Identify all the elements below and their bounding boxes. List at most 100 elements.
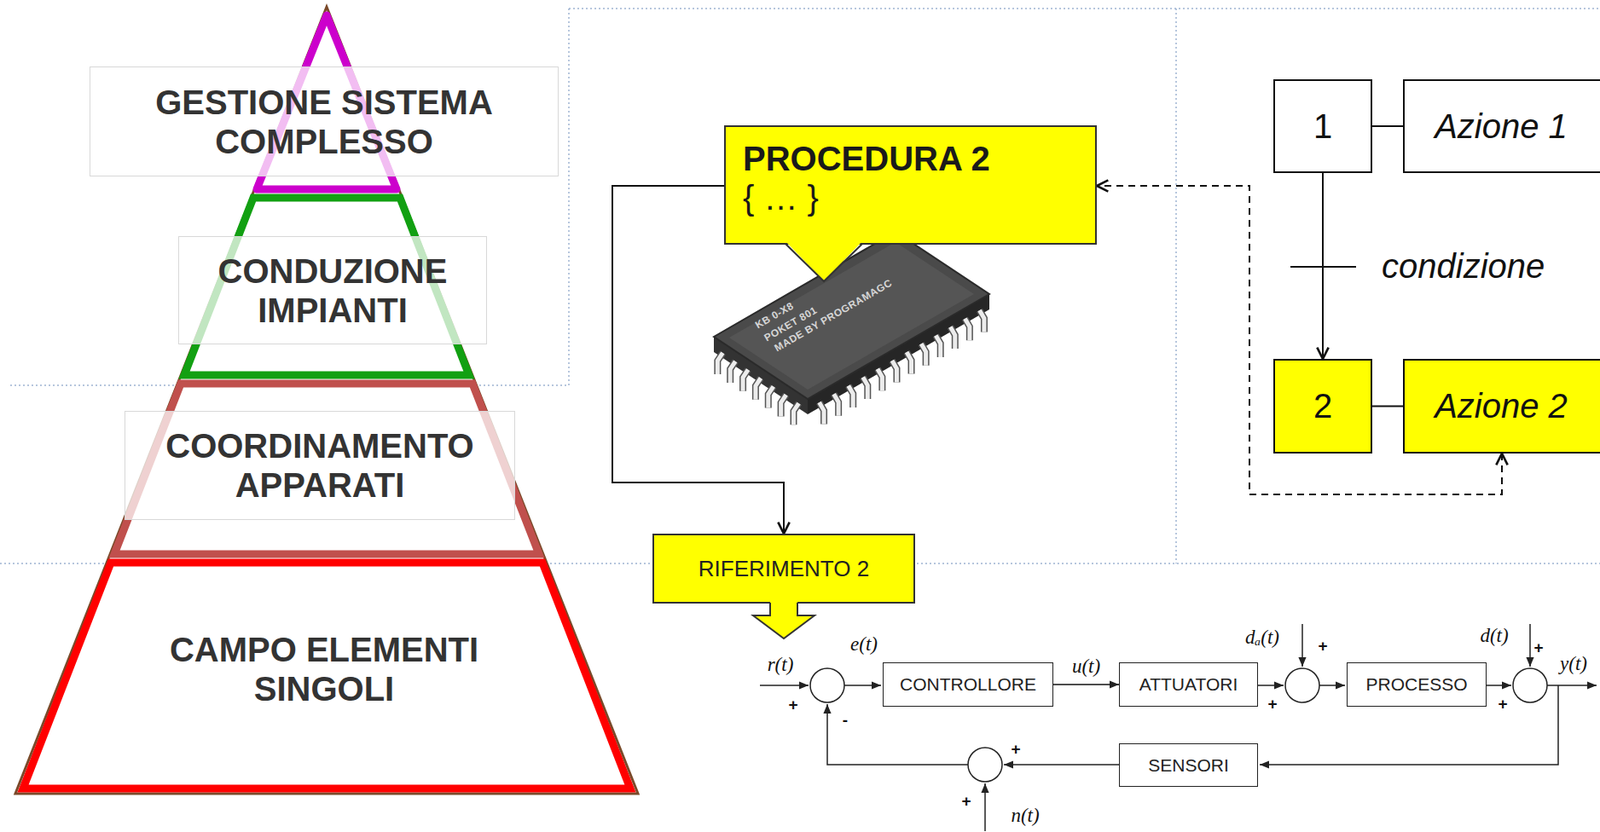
- block-box: CONTROLLORE: [882, 662, 1054, 708]
- chip-pin: [781, 394, 787, 417]
- summing-junction: [1285, 668, 1320, 703]
- separator-line: [568, 8, 570, 386]
- signal-name: n(t): [1010, 805, 1039, 828]
- chip-pin: [742, 370, 748, 392]
- pyramid-outline: [15, 6, 638, 795]
- chip-pin: [781, 394, 787, 417]
- connector: [1372, 405, 1403, 408]
- chip-pin: [768, 386, 774, 408]
- chip-pin: [793, 403, 799, 425]
- reference-arrow: [753, 599, 815, 639]
- summing-junction: [810, 668, 845, 703]
- chip-pin: [793, 403, 799, 425]
- signal-wire: [1529, 624, 1531, 667]
- node-text: ATTUATORI: [1139, 674, 1239, 696]
- chip-pin: [755, 378, 761, 400]
- chip-pin: [717, 353, 723, 375]
- chip-pin: [921, 343, 927, 366]
- level-box: CONDUZIONE IMPIANTI: [178, 236, 487, 345]
- chip-pin: [892, 360, 898, 383]
- chip-pin: [863, 377, 869, 400]
- chip-pin: [730, 361, 736, 383]
- summing-junction: [1513, 668, 1548, 703]
- signal-wire: [827, 704, 969, 766]
- edge-label: u(t): [1069, 655, 1103, 679]
- node-text: 2: [1313, 387, 1333, 426]
- chip-pin: [768, 386, 774, 408]
- chip-pin: [950, 327, 956, 350]
- sfc-action: Azione 2: [1402, 359, 1600, 454]
- chip-pin: [834, 394, 840, 417]
- chip-pin: [877, 369, 883, 392]
- chip-pin: [819, 402, 825, 425]
- node-text: GESTIONE SISTEMA COMPLESSO: [98, 82, 550, 162]
- callout-pointer: [785, 241, 863, 282]
- signal-wire: [984, 783, 986, 832]
- callout-box: PROCEDURA 2{ … }: [724, 125, 1097, 245]
- chip-pin: [863, 377, 869, 400]
- signal-wire: [1319, 684, 1345, 687]
- signal-wire: [1003, 764, 1119, 766]
- sfc-step: 1: [1273, 79, 1373, 174]
- connector: [1372, 125, 1403, 128]
- chip-pin: [906, 352, 912, 375]
- chip-pin: [848, 385, 854, 408]
- chip-pin: [906, 352, 912, 375]
- chip-illustration: [713, 231, 990, 425]
- reference-arrow-outline: [753, 602, 815, 639]
- sum-sign: +: [1497, 695, 1508, 714]
- node-text: Azione 2: [1434, 387, 1568, 426]
- pyramid-band: [23, 562, 631, 789]
- chip-pin: [742, 370, 748, 392]
- callout-pointer-outline: [785, 243, 863, 282]
- chip-pin: [964, 318, 970, 342]
- separator-line: [568, 7, 1600, 10]
- pyramid-band: [114, 383, 540, 555]
- level-box: CAMPO ELEMENTI SINGOLI: [102, 614, 546, 725]
- node-text: 1: [1313, 107, 1333, 146]
- chip-pin: [935, 335, 941, 358]
- level-box: GESTIONE SISTEMA COMPLESSO: [89, 66, 559, 177]
- reference-callout: RIFERIMENTO 2: [652, 533, 916, 604]
- chip-pin: [730, 361, 736, 383]
- summing-junction: [968, 747, 1003, 783]
- connector: [1321, 173, 1324, 360]
- signal-wire: [759, 684, 809, 687]
- signal-name: r(t): [767, 654, 795, 677]
- sum-sign: +: [1267, 695, 1277, 714]
- node-text: Azione 1: [1434, 107, 1568, 146]
- pyramid: [15, 6, 638, 795]
- sum-sign: +: [1533, 638, 1543, 658]
- signal-name: dₐ(t): [1245, 626, 1280, 650]
- block-box: SENSORI: [1118, 743, 1258, 788]
- node-text: COORDINAMENTO APPARATI: [133, 426, 506, 505]
- chip-pin: [892, 360, 898, 383]
- sum-sign: +: [788, 695, 798, 715]
- signal-wire: [1257, 684, 1284, 687]
- chip-pin: [979, 310, 985, 333]
- node-text: CAMPO ELEMENTI SINGOLI: [110, 630, 538, 709]
- connectors: [612, 126, 1502, 685]
- chip-pin: [964, 318, 970, 342]
- node-text: RIFERIMENTO 2: [698, 556, 870, 583]
- node-text: CONDUZIONE IMPIANTI: [187, 251, 478, 331]
- signal-name: y(t): [1559, 653, 1588, 676]
- chip-pin: [877, 369, 883, 392]
- chip-pin: [755, 378, 761, 400]
- separator-lines: [0, 8, 1600, 564]
- block-box: ATTUATORI: [1118, 662, 1258, 708]
- node-text: PROCESSO: [1365, 674, 1467, 696]
- signal-wire: [1547, 684, 1597, 687]
- chip-pin: [717, 353, 723, 375]
- chip-pin: [950, 327, 956, 350]
- chip-pin: [979, 310, 985, 333]
- sum-sign: +: [1317, 637, 1328, 656]
- chip-pin: [848, 385, 854, 408]
- sum-sign: +: [961, 792, 971, 812]
- separator-line: [1175, 8, 1177, 564]
- node-text: { … }: [742, 178, 819, 218]
- chip-pin: [819, 402, 825, 425]
- block-box: PROCESSO: [1346, 662, 1487, 708]
- chip-bevel: [729, 242, 974, 390]
